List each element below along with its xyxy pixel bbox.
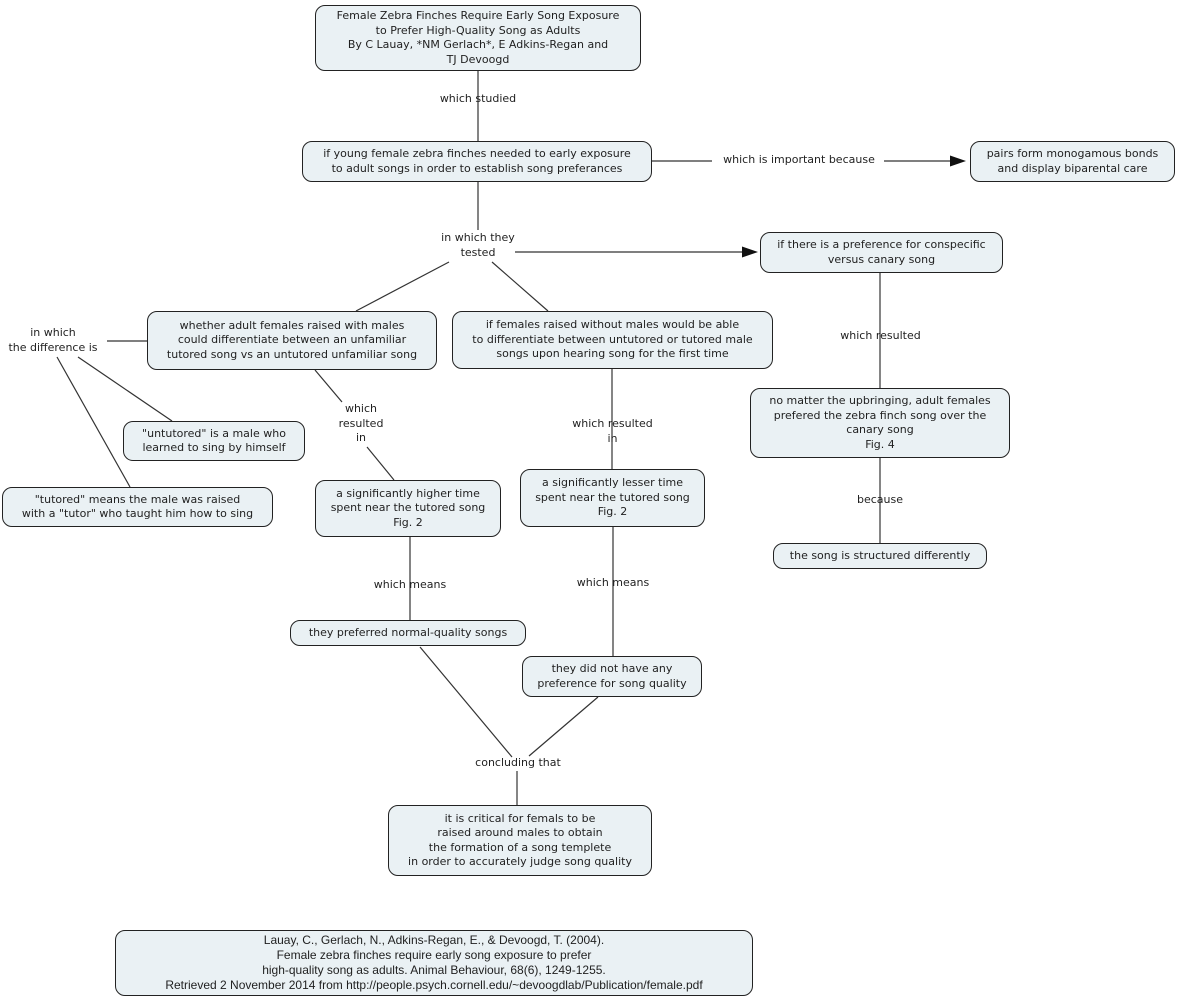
link-resulted-in-middle[interactable]: which resulted in: [572, 417, 653, 445]
node-raised-without-males[interactable]: if females raised without males would be…: [452, 311, 773, 369]
node-no-preference[interactable]: they did not have any preference for son…: [522, 656, 702, 697]
node-tutored-definition[interactable]: "tutored" means the male was raised with…: [2, 487, 273, 527]
arrow-head-icon: [742, 246, 758, 258]
link-which-means-left[interactable]: which means: [373, 578, 447, 591]
node-monogamous-bonds[interactable]: pairs form monogamous bonds and display …: [970, 141, 1175, 182]
arrow-head-icon: [950, 155, 966, 167]
node-conclusion[interactable]: it is critical for femals to be raised a…: [388, 805, 652, 876]
node-citation[interactable]: Lauay, C., Gerlach, N., Adkins-Regan, E.…: [115, 930, 753, 996]
node-lesser-time-result[interactable]: a significantly lesser time spent near t…: [520, 469, 705, 527]
link-which-means-right[interactable]: which means: [576, 576, 650, 589]
node-conspecific-preference[interactable]: if there is a preference for conspecific…: [760, 232, 1003, 273]
link-which-studied[interactable]: which studied: [439, 92, 517, 105]
link-concluding-that[interactable]: concluding that: [475, 756, 561, 769]
node-raised-with-males[interactable]: whether adult females raised with males …: [147, 311, 437, 370]
node-untutored-definition[interactable]: "untutored" is a male who learned to sin…: [123, 421, 305, 461]
link-important-because[interactable]: which is important because: [723, 153, 875, 166]
node-paper-title[interactable]: Female Zebra Finches Require Early Song …: [315, 5, 641, 71]
node-song-structure[interactable]: the song is structured differently: [773, 543, 987, 569]
link-difference-is[interactable]: in which the difference is: [8, 326, 98, 354]
node-higher-time-result[interactable]: a significantly higher time spent near t…: [315, 480, 501, 537]
link-resulted-in-left[interactable]: which resulted in: [338, 402, 384, 444]
link-which-resulted-right[interactable]: which resulted: [840, 329, 921, 342]
node-preferred-normal[interactable]: they preferred normal-quality songs: [290, 620, 526, 646]
node-zebra-over-canary[interactable]: no matter the upbringing, adult females …: [750, 388, 1010, 458]
node-research-question[interactable]: if young female zebra finches needed to …: [302, 141, 652, 182]
link-because[interactable]: because: [856, 493, 903, 506]
link-in-which-tested[interactable]: in which they tested: [441, 231, 515, 259]
